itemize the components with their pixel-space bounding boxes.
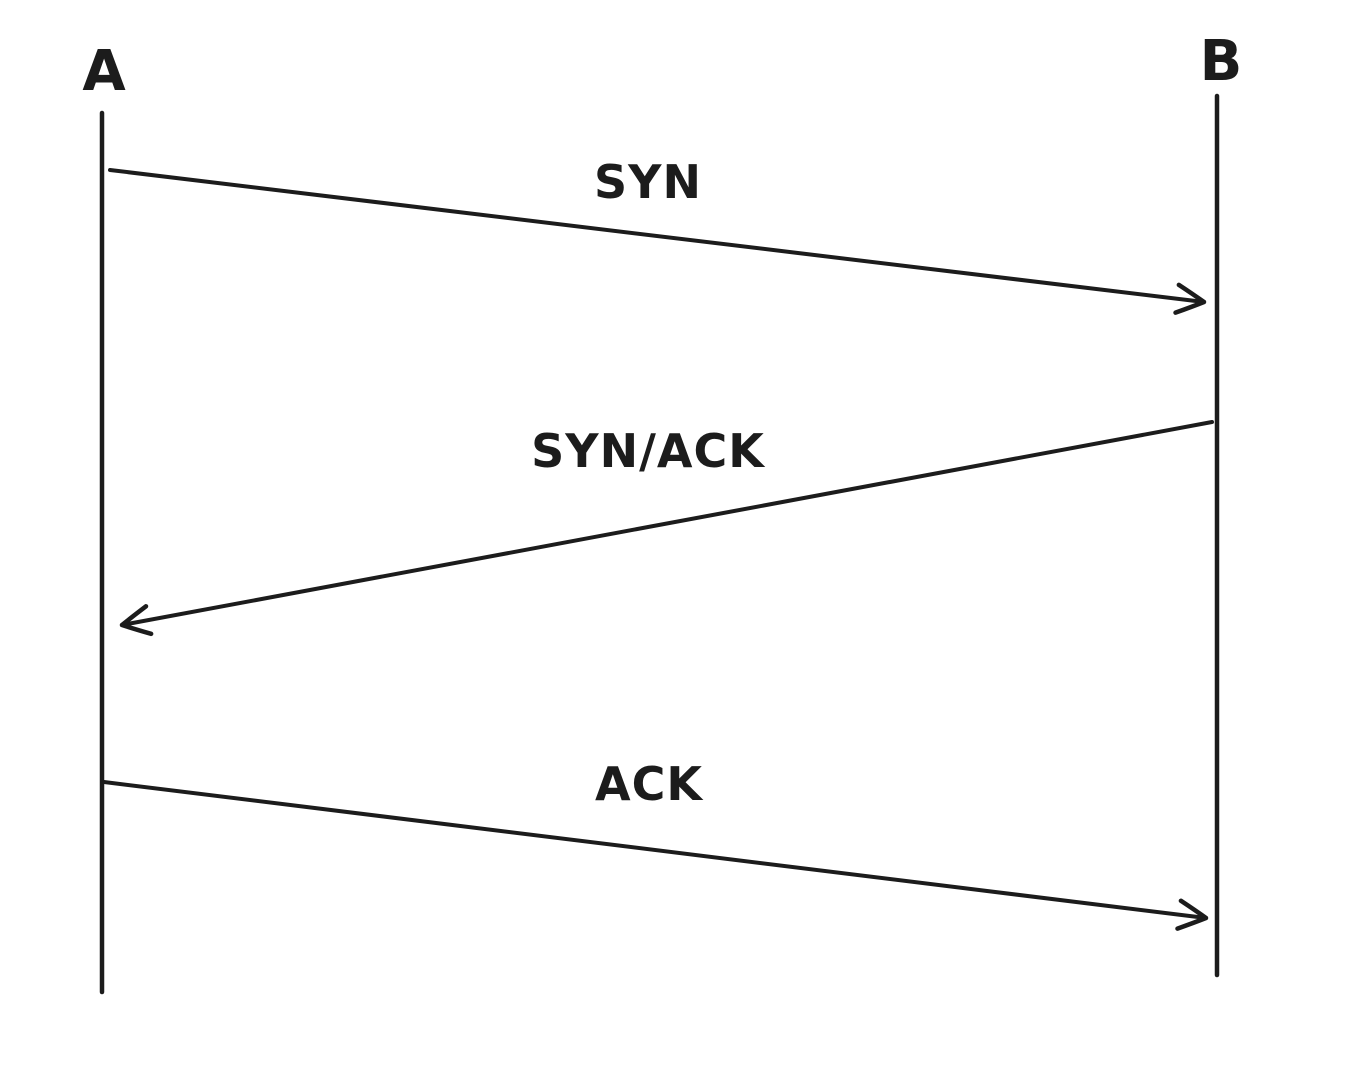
message-label-syn: SYN — [594, 155, 702, 209]
actor-b-label: B — [1200, 29, 1243, 94]
actor-a-label: A — [82, 39, 126, 104]
message-arrow-syn — [108, 168, 1207, 315]
message-label-ack: ACK — [595, 757, 704, 811]
message-label-synack: SYN/ACK — [531, 424, 766, 478]
message-arrow-ack — [102, 780, 1209, 931]
message-arrow-synack — [119, 420, 1214, 637]
